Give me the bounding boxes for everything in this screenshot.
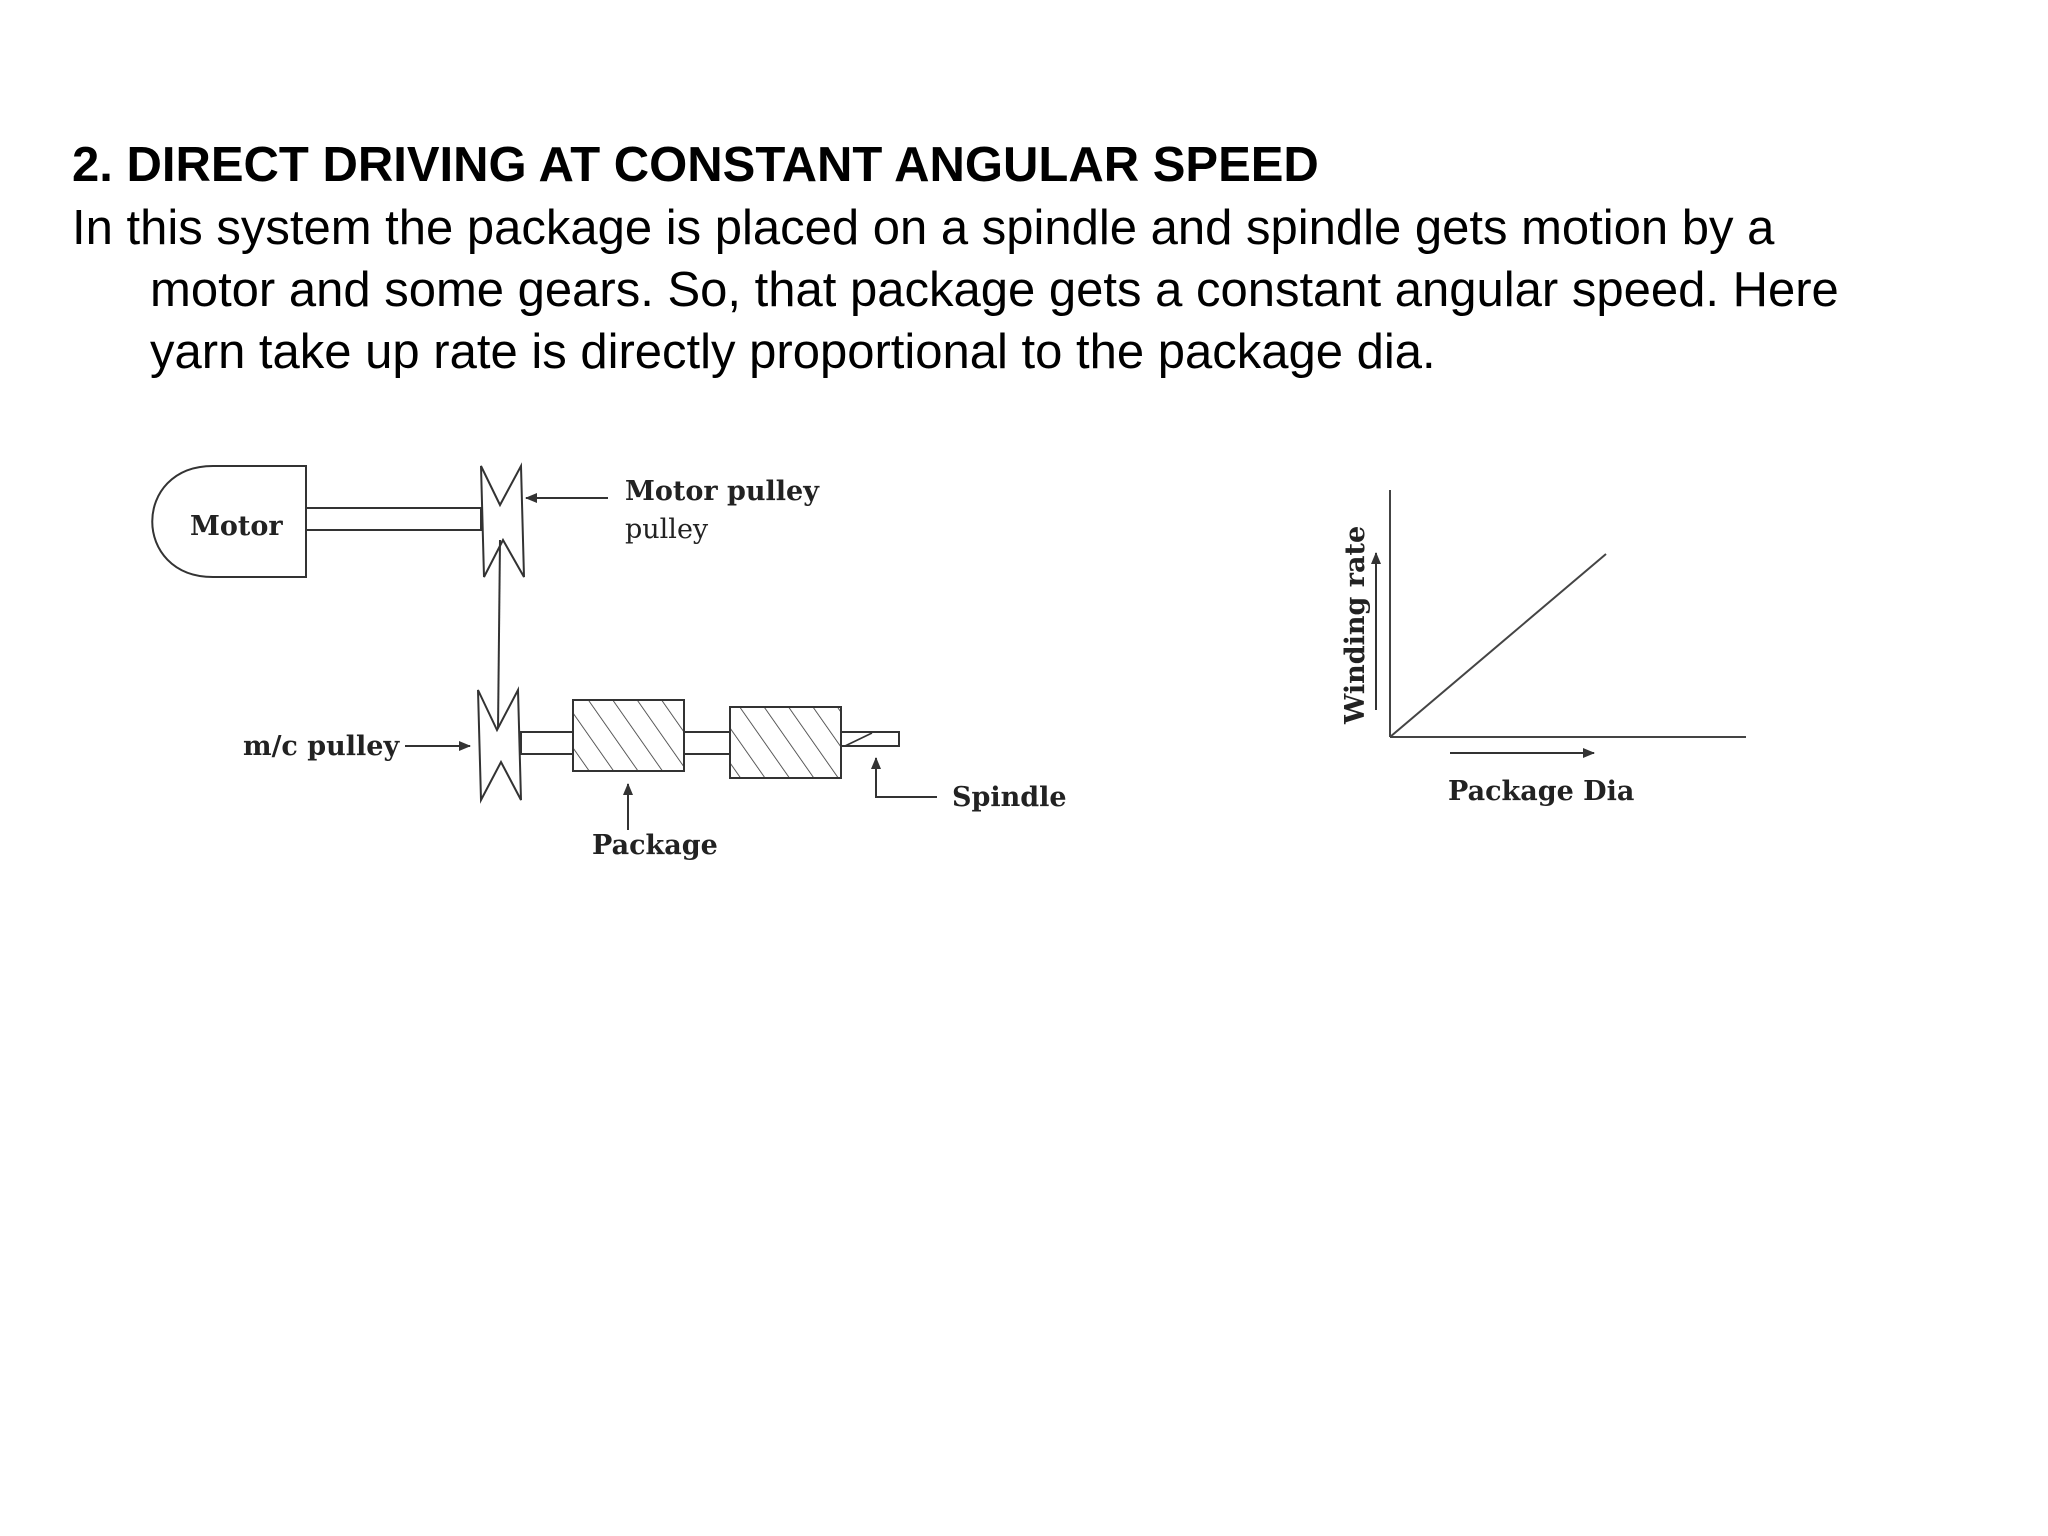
spindle-end-tick [844,732,873,747]
graph-proportional-line [1389,553,1607,738]
package-1 [572,699,685,772]
mc-pulley-shape [477,686,522,804]
motor-shaft [305,507,482,531]
body-line-2: motor and some gears. So, that package g… [150,263,1839,317]
slide-body: In this system the package is placed on … [72,197,1972,383]
motor-shape [151,465,307,578]
body-line-1: In this system the package is placed on … [72,201,1775,255]
package-label: Package [592,830,718,861]
graph-x-label: Package Dia [1448,776,1634,807]
motor-pulley-shape [480,462,525,578]
package-2 [729,706,842,779]
motor-pulley-label-second: pulley [625,514,709,545]
spindle-label: Spindle [952,782,1067,813]
drive-belt [497,539,501,731]
spindle-arrow [871,757,937,798]
motor-label: Motor [190,511,283,542]
graph-y-label: Winding rate [1340,526,1371,725]
body-line-3: yarn take up rate is directly proportion… [150,325,1436,379]
motor-pulley-label: Motor pulley [625,476,820,507]
slide-title: 2. DIRECT DRIVING AT CONSTANT ANGULAR SP… [72,138,1319,192]
mc-pulley-label: m/c pulley [243,731,400,762]
